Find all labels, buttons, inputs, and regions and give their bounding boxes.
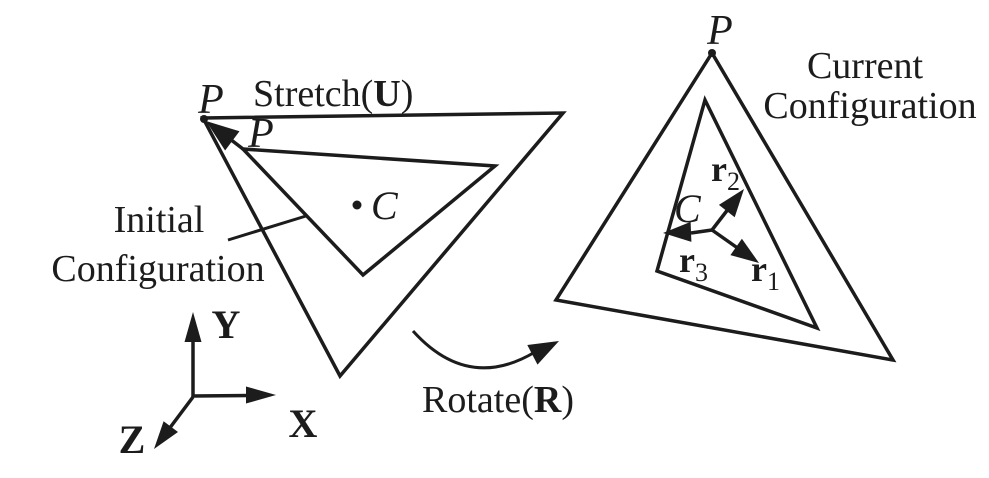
- initial-caption-line1: Initial: [114, 199, 205, 241]
- vector-r2-shaft: [710, 206, 731, 232]
- stretch-label: Stretch(U): [253, 73, 413, 115]
- x-axis-arrow-icon: [246, 386, 276, 404]
- initial-caption-line2: Configuration: [51, 248, 264, 290]
- rotate-label-tensor: R: [534, 379, 562, 421]
- p-displacement-arrow-head: [206, 121, 240, 151]
- z-axis-arrow-icon: [154, 421, 178, 449]
- vector-r2-label: r2: [711, 149, 740, 196]
- initial-centroid-label: C: [371, 183, 399, 228]
- current-point-p-dot: [708, 49, 716, 57]
- vector-r1-label-base: r: [751, 249, 767, 289]
- stretch-label-post: ): [401, 73, 414, 115]
- y-axis-arrow-icon: [184, 312, 202, 342]
- rotate-label-pre: Rotate(: [422, 379, 534, 421]
- current-caption-line1: Current: [807, 45, 924, 87]
- stretch-label-pre: Stretch(: [253, 73, 373, 115]
- initial-configuration-leader-line: [227, 214, 307, 242]
- left-configuration-group: P P Stretch(U) C Initial Configuration: [51, 73, 567, 380]
- vector-r2-arrow-head: [718, 189, 744, 218]
- vector-r3-label-base: r: [679, 240, 695, 280]
- y-axis-label: Y: [212, 302, 241, 347]
- rotate-arrow-head: [527, 341, 559, 365]
- current-caption-line2: Configuration: [763, 85, 976, 127]
- coordinate-axes: Y X Z: [119, 302, 318, 462]
- rotate-label-post: ): [561, 379, 574, 421]
- current-centroid-label: C: [674, 186, 702, 231]
- vector-r3-arrow-head: [663, 221, 692, 242]
- rotate-arc: [411, 329, 536, 370]
- initial-configuration-triangle: [238, 146, 500, 278]
- vector-r1-shaft: [710, 228, 741, 251]
- stretched-point-p-label: P: [197, 77, 224, 123]
- vector-r1-label-sub: 1: [767, 267, 780, 296]
- rotate-label: Rotate(R): [422, 379, 574, 421]
- x-axis-line: [192, 393, 251, 398]
- vector-r1-label: r1: [751, 249, 780, 296]
- current-configuration-inner-triangle: [654, 95, 821, 332]
- current-configuration-group: P Current Configuration C r2 r3 r1: [553, 8, 977, 363]
- stretched-configuration-triangle: [200, 111, 567, 380]
- vector-r1-arrow-head: [730, 238, 759, 263]
- z-axis-label: Z: [119, 417, 146, 462]
- current-configuration-outer-triangle: [553, 49, 897, 363]
- initial-point-p-label: P: [247, 111, 274, 157]
- rotate-annotation: Rotate(R): [411, 329, 574, 421]
- initial-centroid-dot: [352, 200, 362, 210]
- vector-r3-label: r3: [679, 240, 708, 287]
- z-axis-line: [167, 395, 195, 431]
- stretch-label-tensor: U: [373, 73, 400, 115]
- vector-r2-label-sub: 2: [727, 167, 740, 196]
- current-point-p-label: P: [706, 8, 733, 54]
- vector-r3-label-sub: 3: [695, 258, 708, 287]
- vector-r2-label-base: r: [711, 149, 727, 189]
- vector-r3-shaft: [690, 228, 713, 235]
- x-axis-label: X: [289, 401, 318, 446]
